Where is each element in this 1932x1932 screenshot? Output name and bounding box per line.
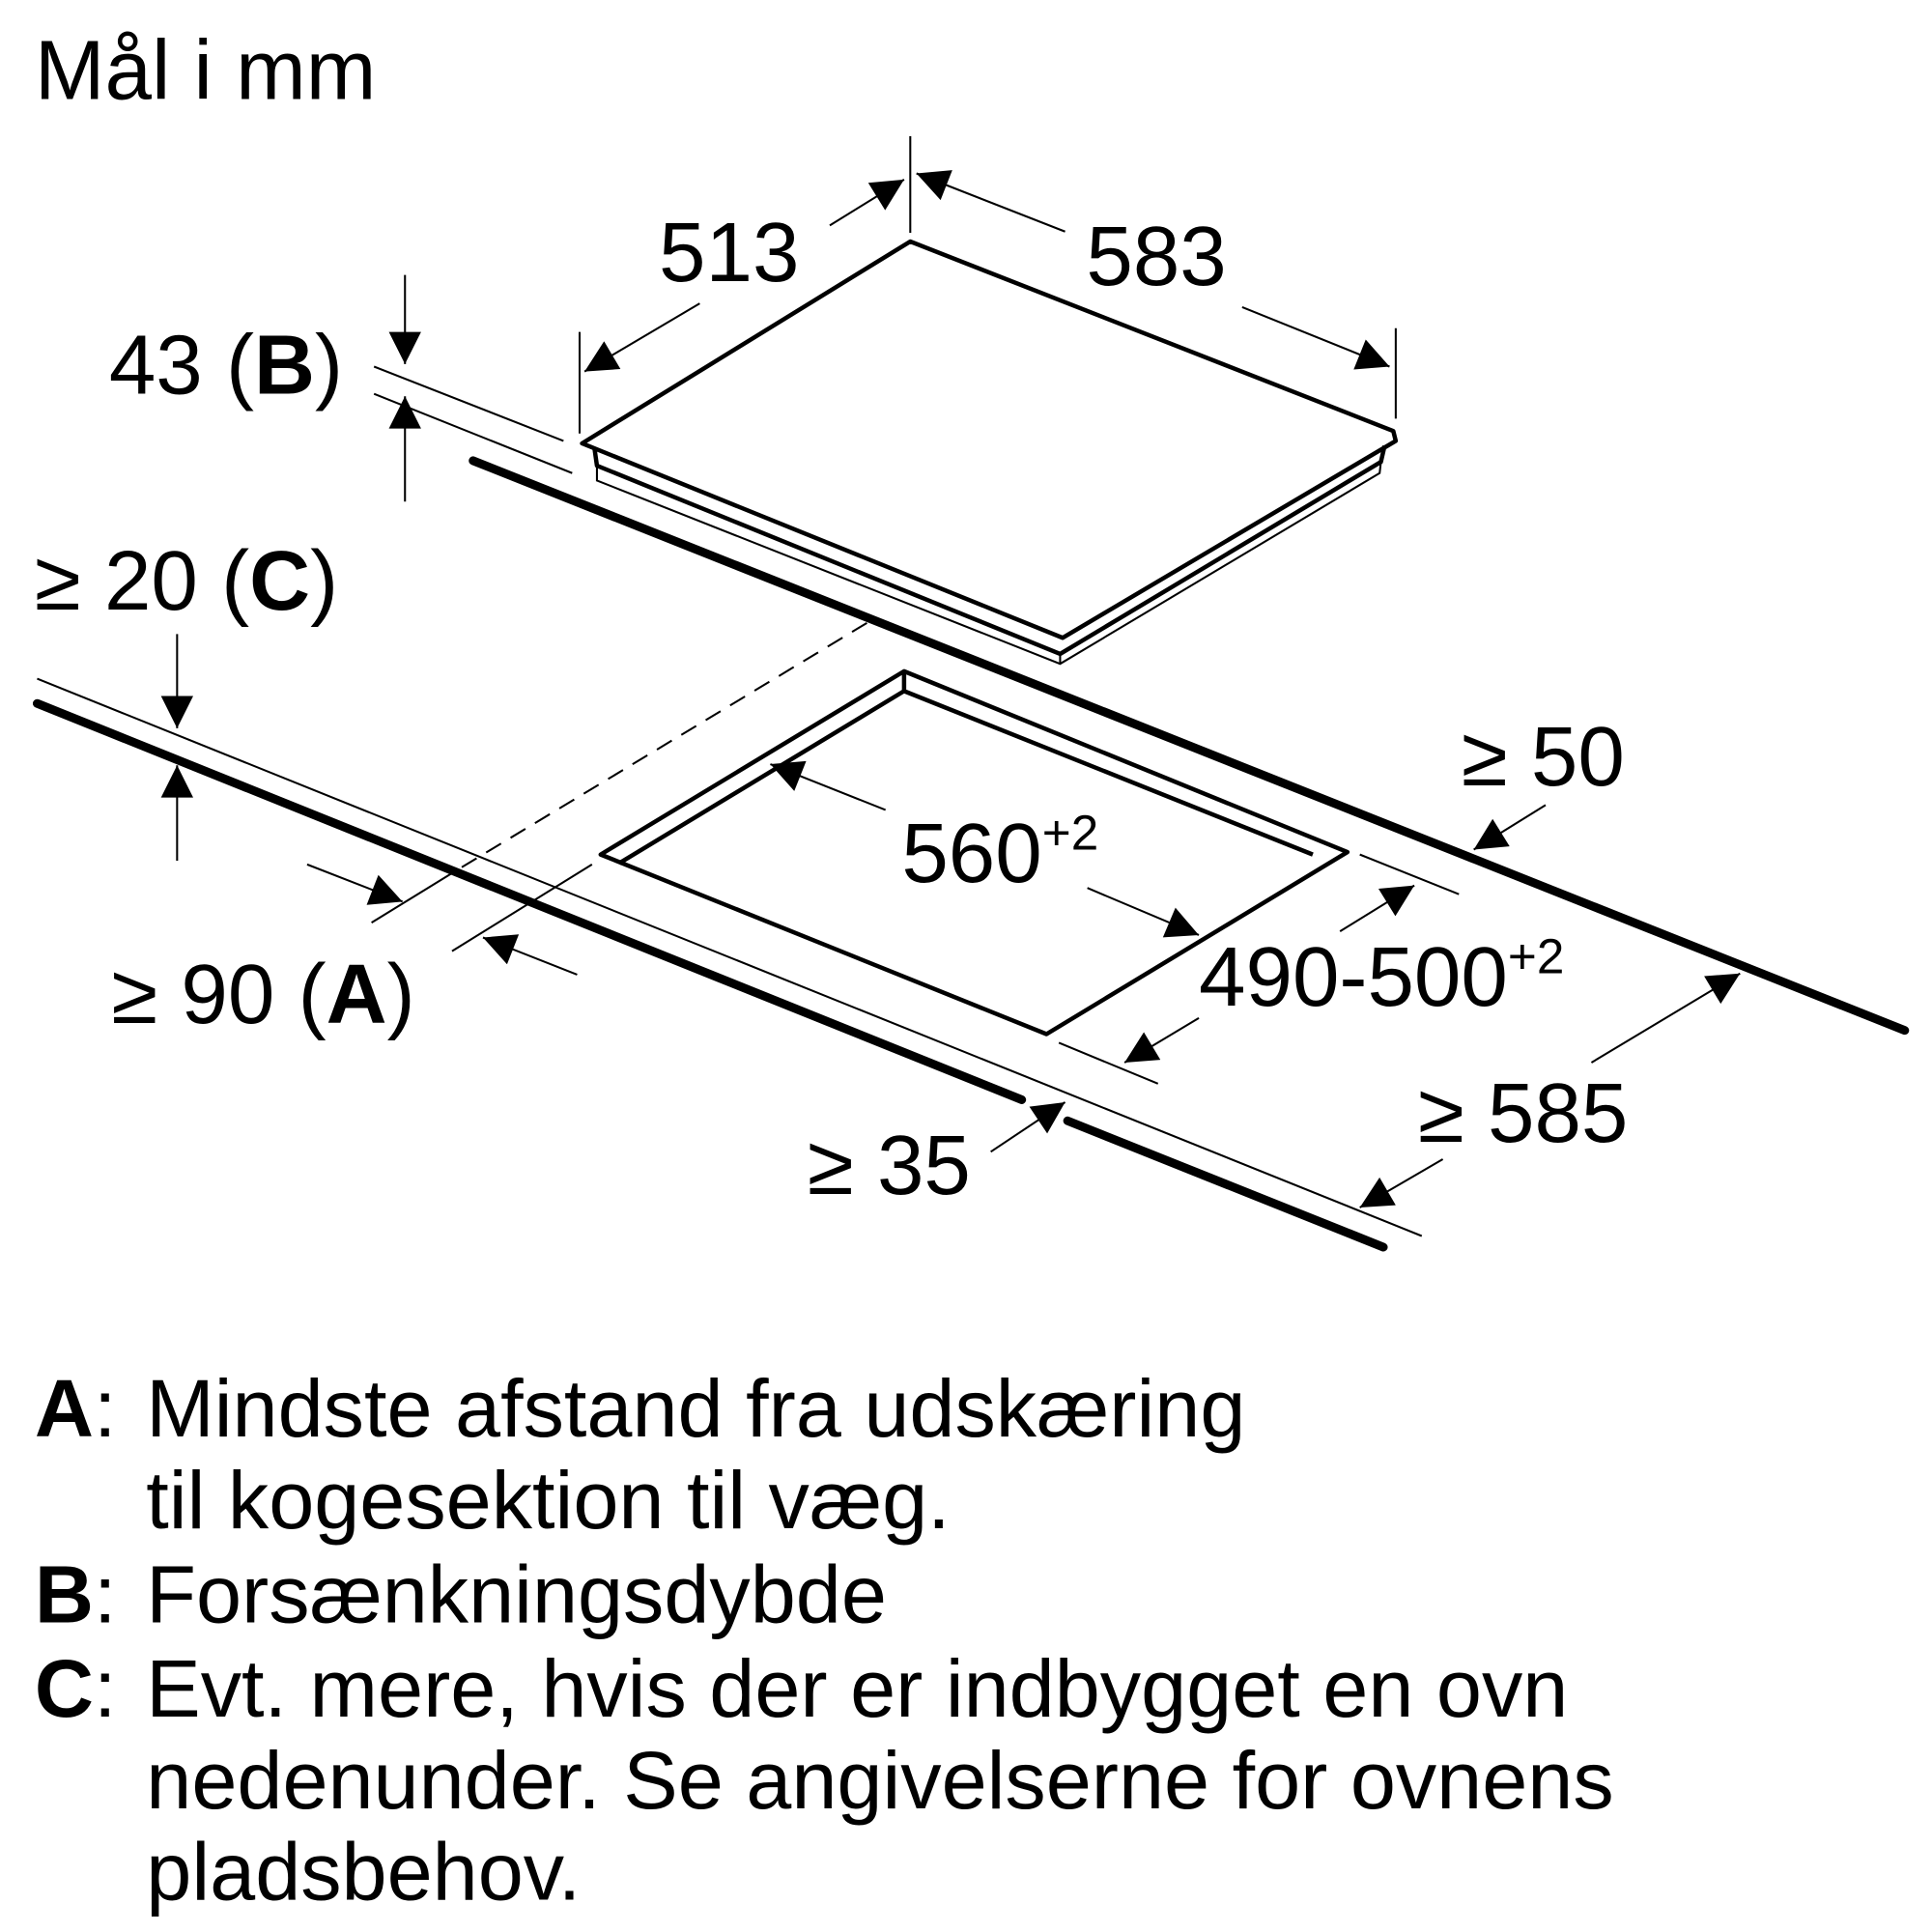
recess-value: 43	[109, 319, 203, 412]
gap-c-value: ≥ 20	[35, 534, 198, 628]
cutout-depth-label: 490-500+2	[1199, 929, 1564, 1024]
page-title: Mål i mm	[35, 24, 376, 118]
legend-key: B	[35, 1548, 94, 1639]
legend-text: Evt. mere, hvis der er indbygget en ovn	[146, 1642, 1568, 1734]
wall-projection-line	[451, 621, 867, 874]
cooktop-base	[595, 462, 1382, 666]
wall-gap-key: A	[327, 948, 387, 1041]
legend-text: Mindste afstand fra udskæring	[146, 1362, 1245, 1454]
recess-key: B	[254, 319, 315, 412]
legend-text: Forsænkningsdybde	[146, 1548, 887, 1639]
counter-front-edge-left	[32, 698, 1027, 1104]
legend-key: C	[35, 1642, 94, 1734]
cooktop-top-surface	[580, 239, 1399, 640]
cutout-width-label: 560+2	[901, 805, 1098, 899]
gap-c-label: ≥ 20 (C)	[35, 534, 338, 628]
gap-c-key: C	[249, 534, 310, 628]
cutout	[598, 668, 1350, 1037]
legend-text: til kogesektion til væg.	[146, 1454, 950, 1546]
counter-back-edge	[469, 456, 1910, 1036]
cooktop-edge	[592, 445, 1387, 657]
legend: A: Mindste afstand fra udskæring til kog…	[35, 1362, 1614, 1917]
front-gap-label: ≥ 35	[808, 1119, 971, 1212]
back-gap-label: ≥ 50	[1462, 710, 1625, 804]
legend-text: pladsbehov.	[146, 1826, 581, 1918]
counter-front-edge-right	[1063, 1116, 1388, 1252]
width-label: 583	[1086, 210, 1226, 303]
cutout-outline	[598, 668, 1350, 1037]
legend-b: B: Forsænkningsdybde	[35, 1548, 887, 1639]
depth-label: 513	[659, 206, 799, 299]
legend-c: C: Evt. mere, hvis der er indbygget en o…	[35, 1642, 1568, 1734]
cutout-lip-left	[617, 689, 906, 866]
cutout-width-tolerance: +2	[1042, 805, 1098, 860]
recess-label: 43 (B)	[109, 319, 343, 412]
wall-gap-label: ≥ 90 (A)	[111, 948, 414, 1041]
cooktop	[580, 239, 1399, 666]
cutout-depth-value: 490-500	[1199, 930, 1508, 1024]
cutout-width-value: 560	[901, 807, 1041, 900]
counter-front-top-line	[37, 677, 1423, 1237]
legend-a: A: Mindste afstand fra udskæring	[35, 1362, 1245, 1454]
wall-gap-value: ≥ 90	[111, 948, 274, 1041]
countertop	[32, 456, 1910, 1252]
dimension-lines	[160, 136, 1741, 1208]
legend-key: A	[35, 1362, 94, 1454]
cutout-depth-tolerance: +2	[1508, 929, 1564, 984]
legend-text: nedenunder. Se angivelserne for ovnens	[146, 1734, 1613, 1826]
counter-depth-label: ≥ 585	[1418, 1066, 1628, 1160]
